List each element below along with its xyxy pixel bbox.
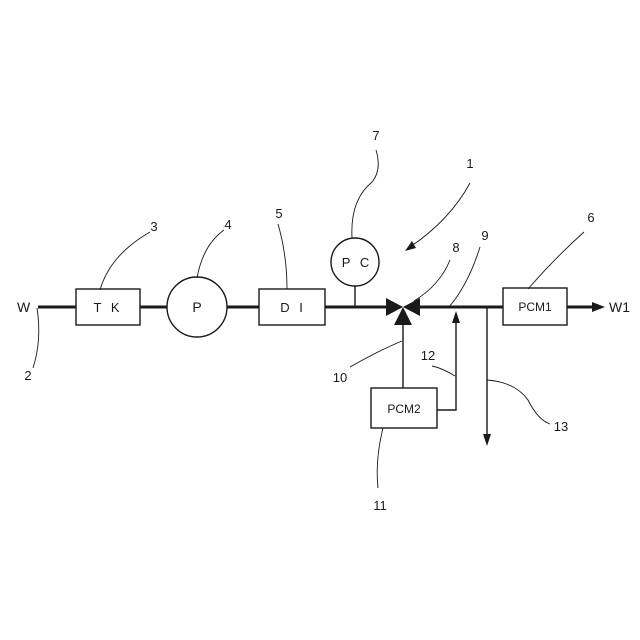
leader-10 xyxy=(350,341,402,367)
leader-4 xyxy=(197,230,224,278)
leader-3 xyxy=(100,232,150,290)
leader-11 xyxy=(377,428,383,488)
deionizer-label: D I xyxy=(280,300,306,315)
ref-2: 2 xyxy=(24,368,31,383)
leader-2 xyxy=(33,308,39,368)
outlet-arrow-icon xyxy=(592,302,605,312)
pump-label: P xyxy=(192,299,201,315)
leader-1 xyxy=(410,183,470,247)
return-arrow-icon xyxy=(452,311,460,323)
pcm2-return-line xyxy=(437,322,456,410)
ref-4: 4 xyxy=(224,217,231,232)
ref-7: 7 xyxy=(372,128,379,143)
outlet-label: W1 xyxy=(609,299,630,315)
ref-12: 12 xyxy=(421,348,435,363)
ref-6: 6 xyxy=(587,210,594,225)
pressure-controller-label: P C xyxy=(342,255,372,270)
ref-9: 9 xyxy=(481,228,488,243)
pcm2-label: PCM2 xyxy=(387,402,421,416)
leader-8 xyxy=(414,260,450,301)
drain-arrow-icon xyxy=(483,434,491,446)
leader-5 xyxy=(278,224,287,289)
inlet-label: W xyxy=(17,299,31,315)
ref-11: 11 xyxy=(373,498,387,513)
ref-1-arrow-icon xyxy=(405,241,416,251)
ref-5: 5 xyxy=(275,206,282,221)
tank-label: T K xyxy=(94,300,123,315)
leader-13 xyxy=(487,380,550,424)
leader-12 xyxy=(432,366,455,376)
leader-6 xyxy=(528,232,584,289)
leader-7 xyxy=(352,150,378,238)
ref-8: 8 xyxy=(452,240,459,255)
ref-10: 10 xyxy=(333,370,347,385)
leader-9 xyxy=(449,247,480,307)
pcm1-label: PCM1 xyxy=(518,300,552,314)
ref-3: 3 xyxy=(150,219,157,234)
ref-1: 1 xyxy=(466,156,473,171)
ref-13: 13 xyxy=(554,419,568,434)
